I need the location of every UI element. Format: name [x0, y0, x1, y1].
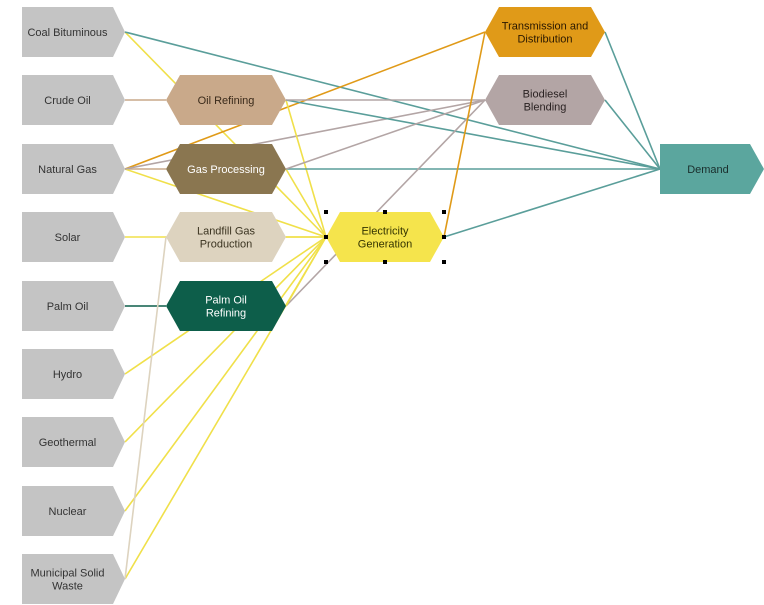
process-label: Oil Refining: [198, 95, 255, 107]
flow-link[interactable]: [285, 99, 486, 170]
source-shape: [22, 486, 125, 536]
source-label: Solar: [55, 232, 81, 244]
process-shape: [660, 144, 764, 194]
source-node-coal[interactable]: Coal Bituminous: [22, 7, 125, 57]
flow-link[interactable]: [604, 99, 661, 170]
source-node-gas[interactable]: Natural Gas: [22, 144, 125, 194]
selection-handle[interactable]: [442, 260, 446, 264]
source-label: Coal Bituminous: [27, 27, 108, 39]
selection-handle[interactable]: [383, 260, 387, 264]
source-label: Crude Oil: [44, 95, 90, 107]
process-label: Demand: [687, 164, 729, 176]
flow-link[interactable]: [124, 168, 327, 238]
selection-handle[interactable]: [442, 210, 446, 214]
flow-link[interactable]: [124, 236, 167, 580]
source-label: Hydro: [53, 369, 82, 381]
source-node-crude[interactable]: Crude Oil: [22, 75, 125, 125]
process-node-demand[interactable]: Demand: [660, 144, 764, 194]
source-label: Geothermal: [39, 437, 96, 449]
flow-link[interactable]: [285, 168, 327, 238]
source-node-hydro[interactable]: Hydro: [22, 349, 125, 399]
flow-link[interactable]: [285, 99, 486, 307]
source-shape: [22, 417, 125, 467]
selection-handle[interactable]: [383, 210, 387, 214]
process-shape: [166, 144, 286, 194]
source-label: Palm Oil: [47, 301, 89, 313]
source-label: Natural Gas: [38, 164, 97, 176]
process-shape: [326, 212, 444, 262]
source-shape: [22, 75, 125, 125]
process-shape: [166, 281, 286, 331]
source-node-solar[interactable]: Solar: [22, 212, 125, 262]
flow-link[interactable]: [604, 31, 661, 170]
selection-handle[interactable]: [324, 235, 328, 239]
selection-handles: [324, 210, 446, 264]
selection-handle[interactable]: [324, 260, 328, 264]
flow-link[interactable]: [124, 236, 327, 512]
flow-link[interactable]: [285, 236, 327, 307]
selection-handle[interactable]: [324, 210, 328, 214]
process-node-gasproc[interactable]: Gas Processing: [166, 144, 286, 194]
selection-handle[interactable]: [442, 235, 446, 239]
source-node-palm[interactable]: Palm Oil: [22, 281, 125, 331]
source-shape: [22, 554, 125, 604]
source-shape: [22, 349, 125, 399]
flow-link[interactable]: [124, 236, 327, 443]
source-shape: [22, 212, 125, 262]
process-shape: [485, 75, 605, 125]
process-shape: [166, 75, 286, 125]
process-shape: [485, 7, 605, 57]
source-node-nuclear[interactable]: Nuclear: [22, 486, 125, 536]
source-shape: [22, 7, 125, 57]
source-shape: [22, 144, 125, 194]
process-node-oilref[interactable]: Oil Refining: [166, 75, 286, 125]
flow-link[interactable]: [285, 99, 661, 170]
process-label: Gas Processing: [187, 164, 265, 176]
source-node-geo[interactable]: Geothermal: [22, 417, 125, 467]
flow-link[interactable]: [443, 31, 486, 238]
flow-link[interactable]: [124, 31, 327, 238]
source-label: Nuclear: [49, 506, 87, 518]
process-shape: [166, 212, 286, 262]
source-shape: [22, 281, 125, 331]
flow-link[interactable]: [443, 168, 661, 238]
